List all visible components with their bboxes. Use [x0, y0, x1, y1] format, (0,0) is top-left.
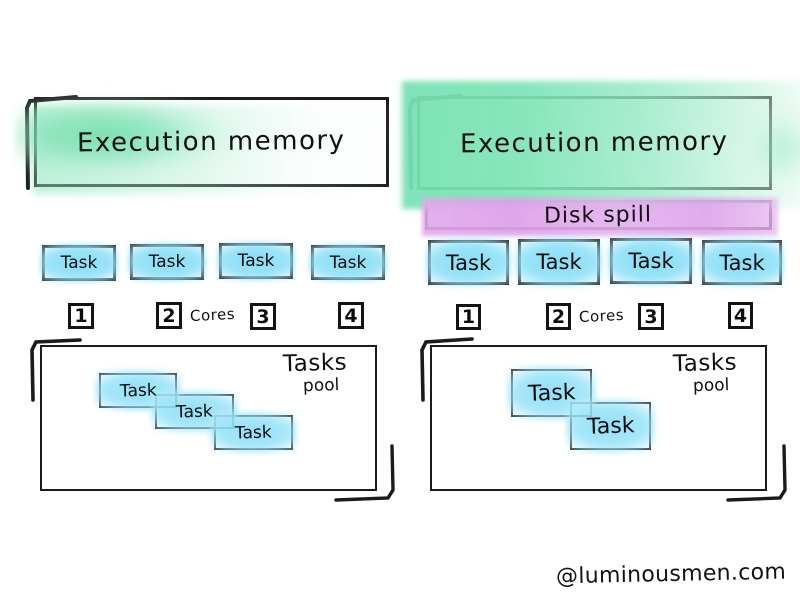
right-execution-memory-box: Execution memory — [402, 81, 800, 209]
left-task-chip-4-label: Task — [329, 252, 367, 273]
right-core-box-3: 3 — [638, 303, 664, 330]
left-task-chip-3-label: Task — [237, 251, 275, 271]
right-pool-task-1-label: Task — [527, 379, 576, 407]
right-task-chip-4-label: Task — [719, 250, 765, 275]
right-tasks-pool-label-line1: Tasks — [672, 349, 738, 378]
right-task-chip-3-label: Task — [628, 249, 674, 273]
right-task-chip-1-label: Task — [445, 250, 492, 275]
left-cores-label: Cores — [189, 304, 236, 326]
left-tasks-pool-label-line2: pool — [302, 375, 340, 397]
left-execution-memory-box: Execution memory — [15, 86, 403, 204]
left-core-box-3: 3 — [250, 303, 276, 330]
right-green-wash-bleed — [750, 91, 800, 206]
right-task-chip-2: Task — [516, 237, 602, 287]
right-task-chip-2-label: Task — [536, 250, 582, 274]
right-core-box-2: 2 — [546, 303, 571, 330]
right-disk-spill-box: Disk spill — [422, 198, 778, 236]
right-tasks-pool-label-line2: pool — [692, 375, 730, 397]
left-core-box-1: 1 — [68, 303, 94, 329]
right-tasks-pool-label: Tasks pool — [672, 349, 768, 397]
left-pool-task-3-label: Task — [234, 421, 273, 444]
left-pool-task-3: Task — [210, 411, 297, 454]
right-core-box-4: 4 — [728, 302, 753, 329]
left-execution-memory-label: Execution memory — [77, 125, 346, 159]
right-pool-task-2-label: Task — [586, 412, 635, 440]
right-cores-label: Cores — [578, 305, 625, 327]
right-task-chip-3: Task — [608, 236, 694, 286]
left-task-chip-2: Task — [128, 242, 206, 282]
left-pool-task-1-label: Task — [119, 379, 157, 402]
right-core-box-1: 1 — [456, 304, 481, 330]
left-pool-task-2-label: Task — [175, 400, 214, 423]
right-disk-spill-label: Disk spill — [544, 201, 653, 229]
right-pool-task-2: Task — [566, 398, 655, 454]
right-task-chip-1: Task — [426, 238, 511, 287]
right-execution-memory-label: Execution memory — [460, 126, 729, 160]
left-tasks-pool-label-line1: Tasks — [282, 349, 348, 378]
left-core-box-4: 4 — [338, 302, 364, 329]
left-task-chip-3: Task — [217, 241, 295, 281]
left-task-chip-1-label: Task — [60, 253, 98, 273]
left-task-chip-4: Task — [309, 243, 387, 282]
watermark: @luminousmen.com — [555, 559, 787, 590]
left-task-chip-2-label: Task — [148, 252, 186, 272]
left-task-chip-1: Task — [40, 243, 118, 283]
left-tasks-pool-label: Tasks pool — [282, 349, 378, 397]
left-core-box-2: 2 — [156, 302, 182, 329]
right-task-chip-4: Task — [700, 238, 784, 287]
